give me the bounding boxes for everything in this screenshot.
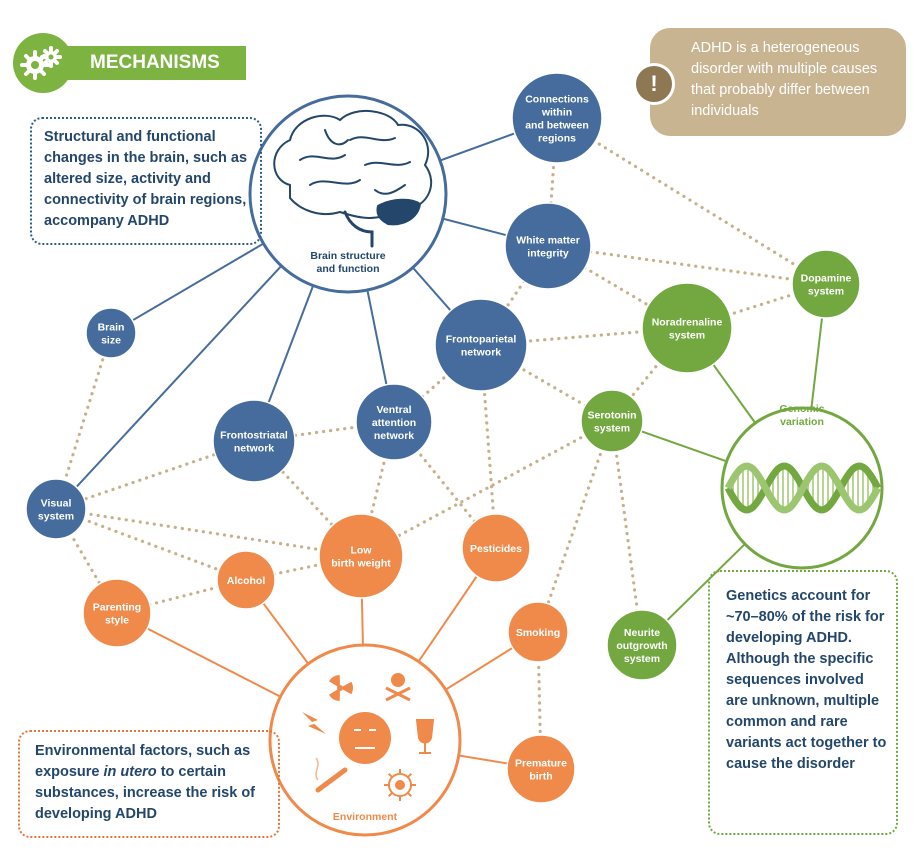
- cigarette-icon: [315, 757, 348, 793]
- wine-glass-icon: [415, 719, 435, 754]
- node-label: Alcohol: [227, 575, 266, 587]
- environment-callout-text-a: Environmental factors, such as exposure: [35, 743, 251, 780]
- node-label: Smoking: [516, 627, 560, 639]
- dotted-link: [252, 439, 363, 558]
- radiation-icon: [328, 675, 353, 701]
- dotted-link: [252, 420, 396, 443]
- dotted-link: [392, 343, 483, 424]
- section-title: MECHANISMS: [62, 46, 246, 80]
- genetics-callout: Genetics account for ~70–80% of the risk…: [708, 570, 898, 835]
- lightning-icon: [302, 712, 326, 734]
- virus-icon: [384, 769, 416, 801]
- dotted-link: [555, 116, 828, 286]
- note-callout: ADHD is a heterogeneous disorder with mu…: [650, 28, 906, 136]
- node-alcohol: Alcohol: [216, 550, 276, 610]
- exclamation-icon: !: [633, 63, 675, 105]
- brain-callout: Structural and functional changes in the…: [30, 117, 262, 245]
- node-pesticides: Pesticides: [461, 513, 531, 583]
- environment-callout-text-b: to certain substances, increase the risk…: [35, 764, 256, 822]
- dotted-link: [359, 419, 614, 558]
- environment-hub: Environment: [268, 643, 462, 837]
- dotted-link: [546, 244, 828, 286]
- brain-icon: [273, 109, 433, 248]
- dotted-link: [54, 507, 248, 582]
- environment-callout-italic: in utero: [103, 764, 157, 780]
- dotted-link: [54, 507, 363, 558]
- dotted-link: [536, 419, 614, 634]
- skull-crossbones-icon: [385, 673, 411, 702]
- node-label: Pesticides: [470, 543, 522, 555]
- dna-helix-icon: [724, 462, 882, 514]
- environment-hub-label: Environment: [333, 811, 398, 823]
- dotted-link: [610, 419, 644, 647]
- environment-callout: Environmental factors, such as exposure …: [18, 730, 280, 838]
- dotted-link: [54, 331, 113, 511]
- sick-face-icon: [339, 712, 391, 764]
- node-smoking: Smoking: [507, 601, 569, 663]
